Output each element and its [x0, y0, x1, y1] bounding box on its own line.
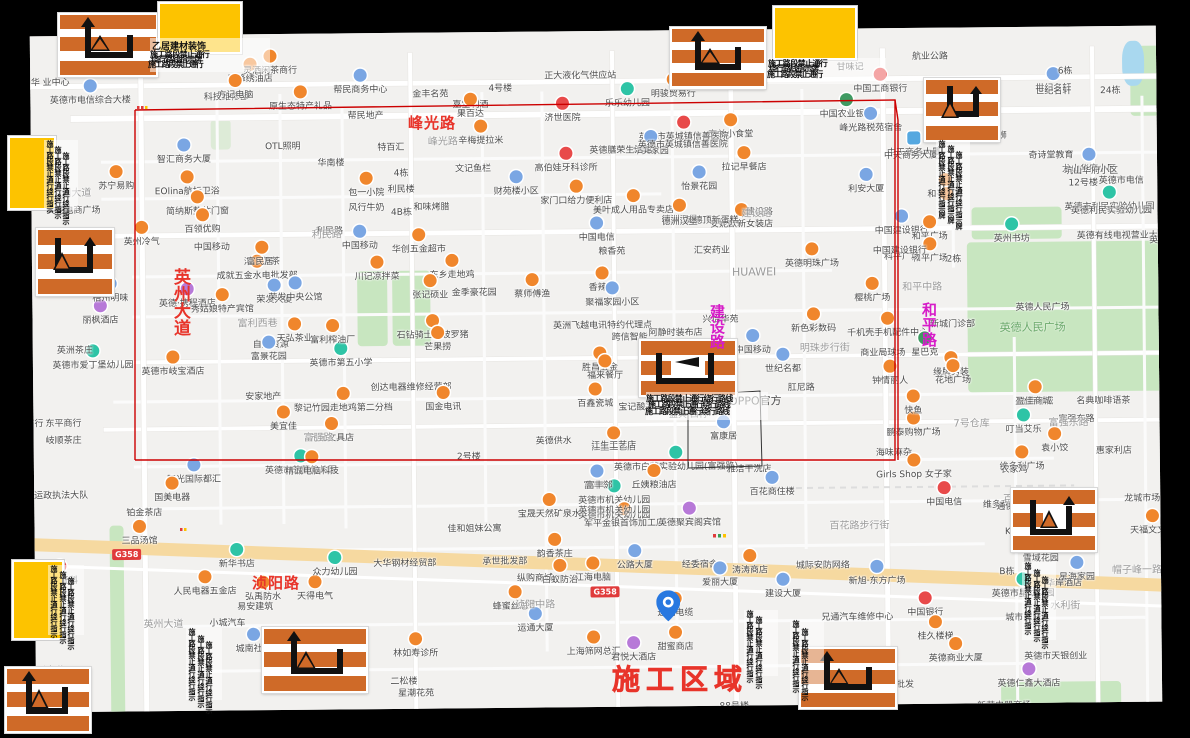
annotation-overlay-top: 乙居建材装饰 施工路段禁止通行 绕行路线指示牌 施工路段禁止通行: [148, 38, 270, 72]
annotation-line: 乙居建材装饰: [152, 42, 207, 52]
detour-sign-marker[interactable]: [670, 27, 766, 89]
annotation-line: 施工路段禁止通行: [148, 60, 204, 69]
annotation-line: 绕行路线指示牌: [769, 64, 819, 73]
annotation-line: 施工路段禁止通行: [767, 70, 823, 79]
annotation-line: 施工路段禁止通行绕行路线: [648, 400, 731, 409]
annotation-overlay-center: 施工路段禁止通行绕行路线 施工路段禁止通行绕行路线 施工路段禁止通行绕行路线: [645, 392, 768, 420]
annotation-overlay-sw: 施工路段禁止通行绕行指示 施工路段禁止通行绕行指示 施工路段禁止通行绕行指示: [48, 565, 84, 649]
annotation-line: 施工路段禁止通行: [768, 59, 828, 68]
highway-shield-g358: G358: [112, 548, 142, 561]
annotation-line: 施工路段禁止通行绕行指示: [801, 628, 809, 700]
location-pin[interactable]: [656, 590, 681, 625]
detour-sign-marker[interactable]: [58, 13, 158, 77]
yellow-callout-box[interactable]: [773, 6, 857, 60]
red-street-label-yingzhou: 英州大道: [170, 268, 190, 336]
red-street-label-fengguang: 峰光路: [408, 114, 457, 132]
annotation-line: 施工路段禁止通行绕行指示: [792, 620, 800, 692]
highway-shield-g358: G358: [590, 586, 620, 598]
annotation-overlay-south: 施工路段禁止通行绕行指示 施工路段禁止通行绕行指示 施工路段禁止通行绕行指示: [186, 628, 222, 713]
detour-sign-marker[interactable]: [924, 78, 1000, 142]
construction-area-title: 施工区域: [612, 663, 749, 697]
area-name-label: HUAWEI: [731, 265, 777, 279]
annotation-line: 施工路段禁止通行绕行指示: [197, 635, 205, 707]
annotation-line: 施工路段禁止通行绕行指示: [1041, 576, 1049, 648]
detour-sign-marker[interactable]: [262, 627, 368, 693]
annotation-line: 施工路段禁止通行绕行指示牌: [938, 140, 946, 218]
detour-sign-marker[interactable]: [639, 339, 737, 397]
annotation-line: 施工路段禁止通行绕行指示: [67, 577, 75, 649]
annotation-line: 施工路段禁止通行绕行指示: [755, 616, 763, 688]
detour-sign-marker[interactable]: [1011, 488, 1097, 552]
annotation-overlay-left: 施工路段禁止通行绕行指示 施工路段禁止通行绕行指示 施工路段禁止通行绕行指示: [44, 140, 78, 224]
annotation-line: 施工路段禁止通行绕行指示: [1033, 569, 1041, 641]
annotation-overlay-se: 施工路段禁止通行绕行指示 施工路段禁止通行绕行指示: [790, 620, 824, 700]
annotation-line: 施工路段禁止通行绕行指示: [62, 152, 70, 224]
annotation-line: 施工路段禁止通行绕行指示: [205, 641, 213, 713]
annotation-overlay-ne: 施工路段禁止通行绕行指示牌 施工路段禁止通行绕行指示牌 施工路段禁止通行绕行指示…: [936, 140, 970, 229]
annotation-line: 施工路段禁止通行绕行指示: [50, 565, 58, 637]
annotation-line: 施工路段禁止通行绕行指示牌: [947, 145, 955, 223]
annotation-line: 绕行路线指示牌: [151, 55, 202, 64]
annotation-line: 施工路段禁止通行绕行指示: [46, 140, 54, 212]
annotation-overlay-east: 施工路段禁止通行绕行指示 施工路段禁止通行绕行指示 施工路段禁止通行绕行指示: [1022, 562, 1056, 648]
annotation-line: 施工路段禁止通行绕行指示: [59, 571, 67, 643]
area-name-label: 英德人民广场: [999, 320, 1066, 335]
annotation-line: 施工路段禁止通行绕行指示: [54, 146, 62, 218]
magenta-street-label-jianshe: 建设路: [708, 304, 726, 349]
annotation-overlay-south2: 施工路段禁止通行绕行指示 施工路段禁止通行绕行指示: [744, 610, 778, 688]
annotation-overlay-north: 施工路段禁止通行 绕行路线指示牌 施工路段禁止通行: [767, 58, 886, 84]
annotation-line: 施工路段禁止通行绕行指示: [188, 628, 196, 700]
annotation-line: 施工路段禁止通行绕行指示: [1024, 562, 1032, 634]
detour-sign-marker[interactable]: [5, 667, 91, 733]
annotation-line: 施工路段禁止通行绕行路线: [646, 394, 733, 403]
annotation-line: 施工路段禁止通行绕行指示: [746, 610, 754, 682]
annotation-line: 施工路段禁止通行绕行路线: [645, 407, 730, 416]
red-street-label-zhenyang: 浈阳路: [252, 574, 301, 592]
magenta-street-label-heping: 和平路: [920, 302, 938, 347]
annotation-line: 施工路段禁止通行: [150, 50, 210, 59]
detour-sign-marker[interactable]: [36, 228, 114, 296]
annotation-line: 施工路段禁止通行绕行指示牌: [955, 151, 963, 229]
